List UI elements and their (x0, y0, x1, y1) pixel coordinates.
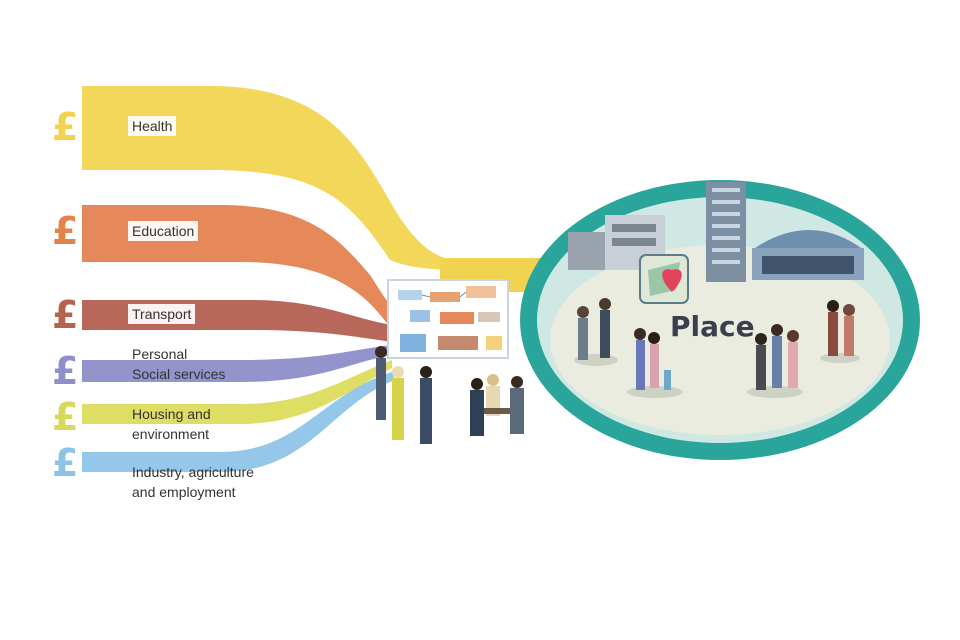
industry-label: Industry, agriculture and employment (132, 462, 254, 502)
health-stream (82, 86, 520, 270)
building-left (568, 215, 665, 270)
housing-pound-icon: £ (52, 395, 79, 439)
transport-pound-icon: £ (52, 293, 79, 337)
industry-label-line2: and employment (132, 484, 236, 500)
housing-label-line2: environment (132, 426, 210, 442)
people-group-1 (574, 298, 618, 366)
people-group-3 (747, 324, 803, 398)
personal-stream (82, 345, 392, 382)
personal-label-line2: Social services (132, 366, 226, 382)
education-pound-icon: £ (52, 209, 79, 253)
planning-board (387, 279, 509, 359)
workers-group (375, 346, 432, 444)
heart-map-icon (639, 254, 689, 304)
place-ground (550, 245, 890, 435)
education-label: Education (128, 221, 199, 241)
industry-label-line1: Industry, agriculture (132, 464, 254, 480)
industry-pound-icon: £ (52, 441, 79, 485)
health-pound-icon: £ (52, 105, 79, 149)
people-group-4 (820, 300, 860, 363)
building-stadium (752, 230, 864, 280)
health-label: Health (128, 116, 177, 136)
personal-label: Personal Social services (132, 344, 225, 384)
housing-label-line1: Housing and (132, 406, 211, 422)
meeting-group (470, 374, 524, 436)
transport-label: Transport (128, 304, 196, 324)
personal-pound-icon: £ (52, 349, 79, 393)
building-tower (706, 182, 746, 282)
housing-stream (82, 360, 392, 424)
place-label: Place (670, 310, 755, 343)
industry-stream (82, 372, 395, 472)
people-group-2 (627, 328, 683, 398)
personal-label-line1: Personal (132, 346, 188, 362)
housing-label: Housing and environment (132, 404, 211, 444)
